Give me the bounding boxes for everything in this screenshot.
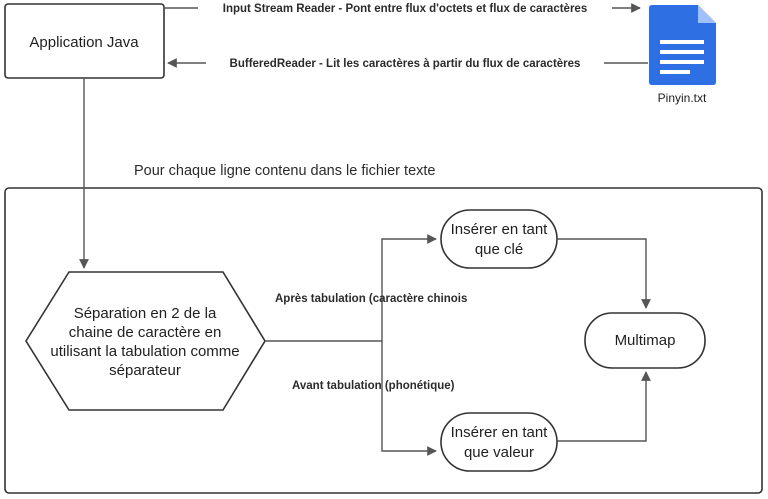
buffered-reader-label: BufferedReader - Lit les caractères à pa…	[230, 58, 581, 70]
before-tab-label: Avant tabulation (phonétique)	[292, 380, 455, 392]
split-label-line4: séparateur	[109, 362, 181, 379]
application-java-label: Application Java	[29, 34, 139, 51]
insert-value-node: Insérer en tant que valeur	[440, 412, 558, 472]
edge-split-branch	[265, 234, 437, 456]
document-icon	[649, 5, 716, 85]
edge-input-stream-reader: Input Stream Reader - Pont entre flux d'…	[164, 1, 641, 15]
split-label-line1: Séparation en 2 de la	[74, 305, 217, 322]
edge-key-to-multimap	[557, 238, 651, 309]
edge-value-to-multimap	[557, 371, 651, 442]
insert-value-line1: Insérer en tant	[451, 424, 549, 441]
pinyin-file-node: Pinyin.txt	[649, 5, 716, 105]
after-tab-label: Après tabulation (caractère chinois	[275, 293, 467, 305]
split-label-line3: utilisant la tabulation comme	[50, 343, 239, 360]
multimap-label: Multimap	[615, 332, 676, 349]
loop-container	[4, 187, 763, 494]
split-label-line2: chaine de caractère en	[69, 324, 222, 341]
loop-caption: Pour chaque ligne contenu dans le fichie…	[134, 163, 435, 179]
insert-key-line1: Insérer en tant	[451, 221, 549, 238]
insert-key-node: Insérer en tant que clé	[440, 209, 558, 269]
pinyin-file-label: Pinyin.txt	[658, 91, 707, 105]
edge-buffered-reader: BufferedReader - Lit les caractères à pa…	[167, 56, 648, 70]
multimap-node: Multimap	[584, 312, 706, 369]
input-stream-reader-label: Input Stream Reader - Pont entre flux d'…	[223, 3, 587, 15]
insert-key-line2: que clé	[475, 241, 523, 258]
split-node: Séparation en 2 de la chaine de caractèr…	[25, 271, 266, 411]
insert-value-line2: que valeur	[464, 444, 534, 461]
application-java-node: Application Java	[4, 3, 165, 79]
